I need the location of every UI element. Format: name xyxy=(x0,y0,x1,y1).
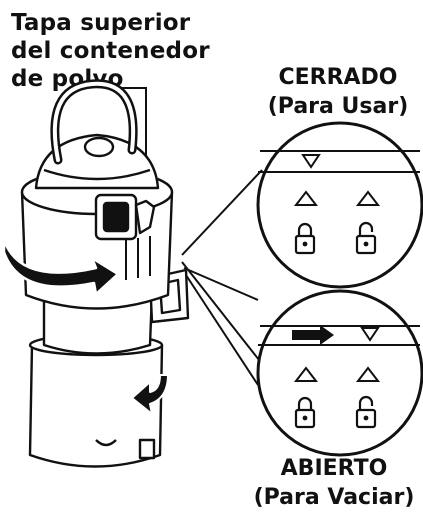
rotate-arrow-bottom-icon xyxy=(131,374,169,415)
indicator-triangle-unlocked-icon xyxy=(355,366,381,382)
callout-label-line-2: del contenedor xyxy=(11,38,210,64)
alignment-marker-icon xyxy=(301,154,321,169)
open-state-subtitle: (Para Vaciar) xyxy=(253,485,415,510)
callout-leader-line xyxy=(121,87,147,172)
callout-label-line-1: Tapa superior xyxy=(11,10,191,36)
closed-state-subtitle: (Para Usar) xyxy=(267,94,409,119)
alignment-marker-icon xyxy=(360,327,380,342)
open-state-title: ABIERTO xyxy=(280,456,388,481)
open-detail-magnifier xyxy=(256,289,423,457)
direction-arrow-icon xyxy=(292,325,334,345)
dust-container xyxy=(20,79,190,468)
indicator-triangle-locked-icon xyxy=(293,366,319,382)
indicator-triangle-unlocked-icon xyxy=(355,190,381,206)
zoom-wedge xyxy=(181,169,264,386)
closed-state-title: CERRADO xyxy=(278,65,398,90)
rotate-arrow-top-icon xyxy=(2,238,120,296)
closed-detail-magnifier xyxy=(256,121,423,289)
indicator-triangle-locked-icon xyxy=(293,190,319,206)
